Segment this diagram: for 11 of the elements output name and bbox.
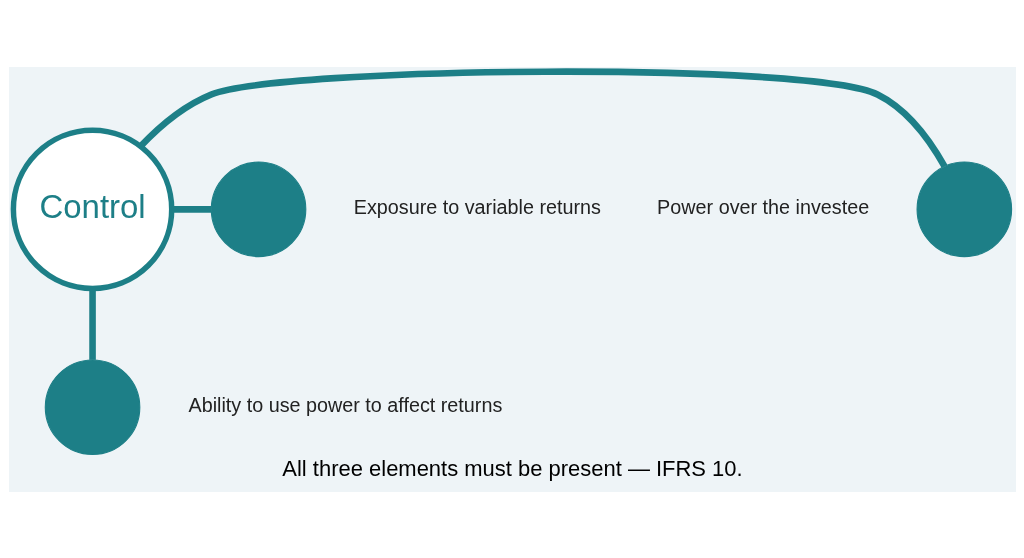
caption: All three elements must be present — IFRS 10. — [281, 455, 743, 481]
connector — [171, 205, 211, 213]
node-circle — [210, 161, 306, 257]
node-label: Exposure to variable returns — [353, 195, 601, 218]
node-circle — [44, 358, 140, 455]
node-label: Power over the investee — [656, 195, 869, 218]
node-label: Ability to use power to affect returns — [187, 393, 502, 416]
connector — [88, 288, 96, 360]
node-circle: Control — [10, 126, 174, 291]
node-circle — [916, 161, 1012, 257]
connector — [137, 67, 947, 168]
